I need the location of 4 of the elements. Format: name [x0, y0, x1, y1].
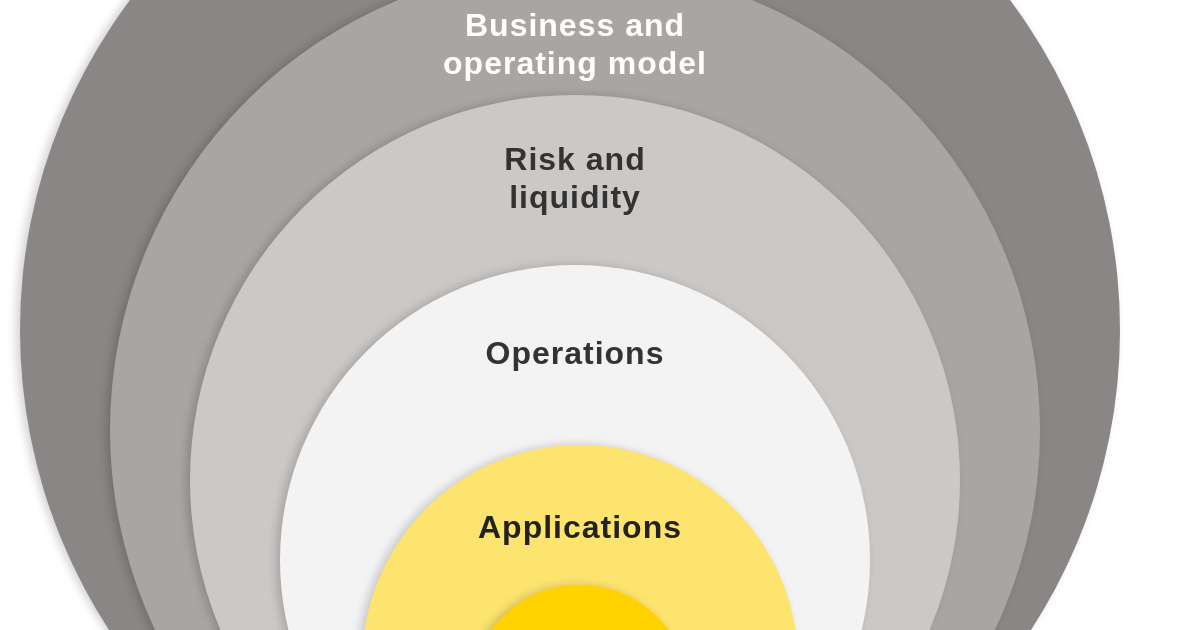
ring-label: Business and operating model: [442, 6, 708, 82]
ring-label: Risk and liquidity: [503, 140, 647, 216]
ring-label: Operations: [484, 334, 666, 372]
ring-label: Applications: [477, 508, 683, 546]
